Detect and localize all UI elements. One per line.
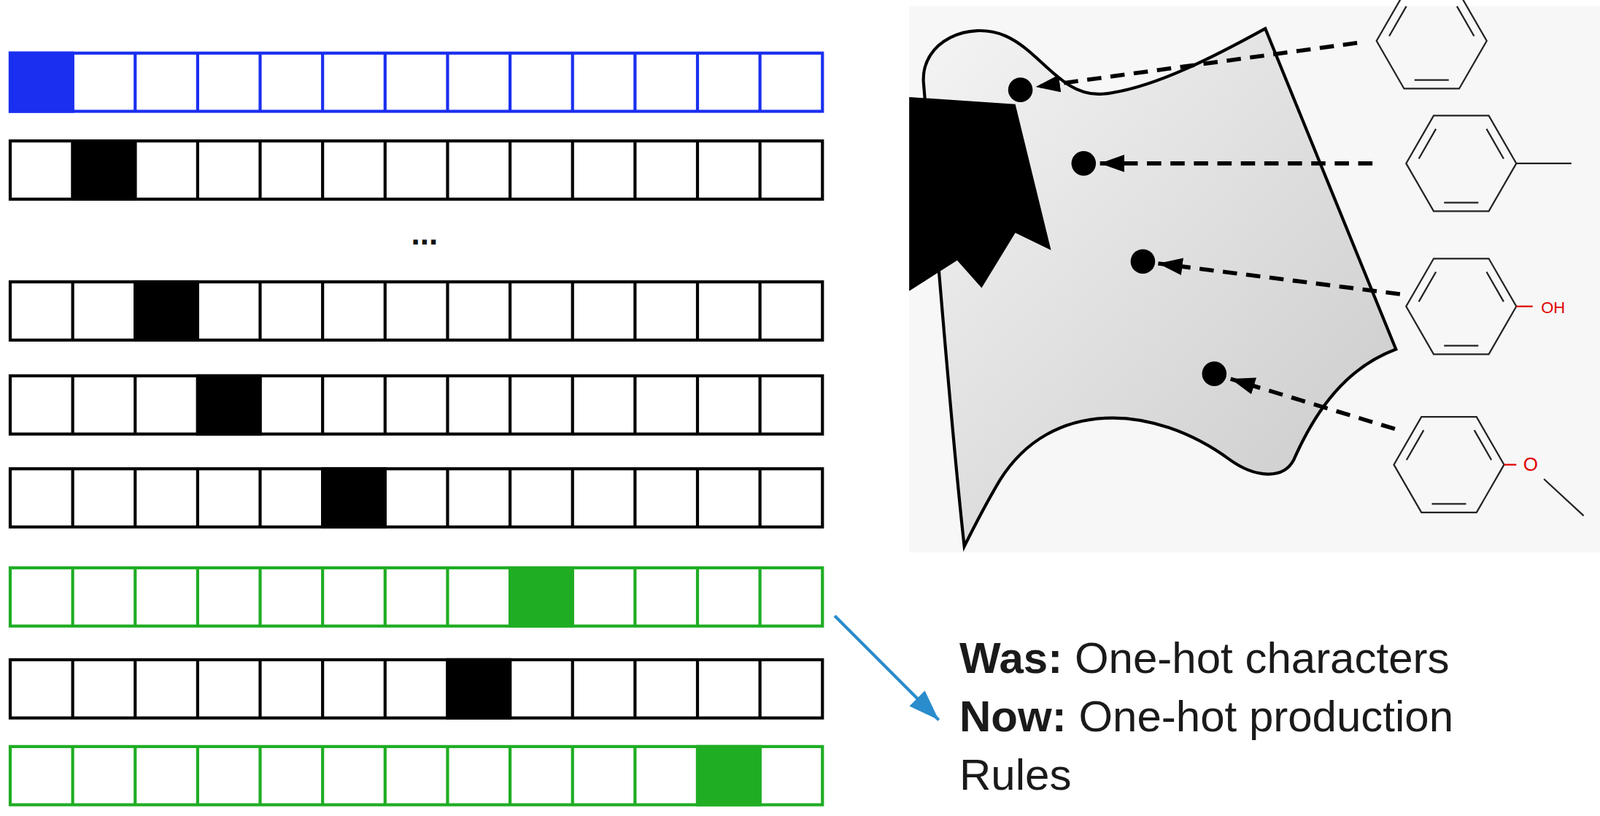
- ellipsis: ...: [410, 217, 438, 250]
- encoding-arrows: [1036, 43, 1401, 430]
- decoder-shape: [909, 97, 1051, 292]
- molecules: [1376, 0, 1584, 516]
- atom-label: O: [1523, 454, 1538, 474]
- caption-line: Now:One-hot production Rules: [959, 687, 1558, 805]
- caption-keyword: Now:: [959, 691, 1067, 741]
- caption-keyword: Was:: [959, 633, 1063, 683]
- caption-text: One-hot characters: [1074, 633, 1450, 683]
- latent-points: [1008, 77, 1227, 386]
- atom-label: OH: [1540, 299, 1565, 316]
- pointer-arrow: [834, 615, 939, 721]
- caption-line: Was:One-hot characters: [959, 628, 1558, 688]
- caption-block: Was:One-hot characters Now:One-hot produ…: [959, 628, 1558, 805]
- one-hot-vectors: [10, 53, 823, 805]
- illustration-ground: [909, 5, 1600, 553]
